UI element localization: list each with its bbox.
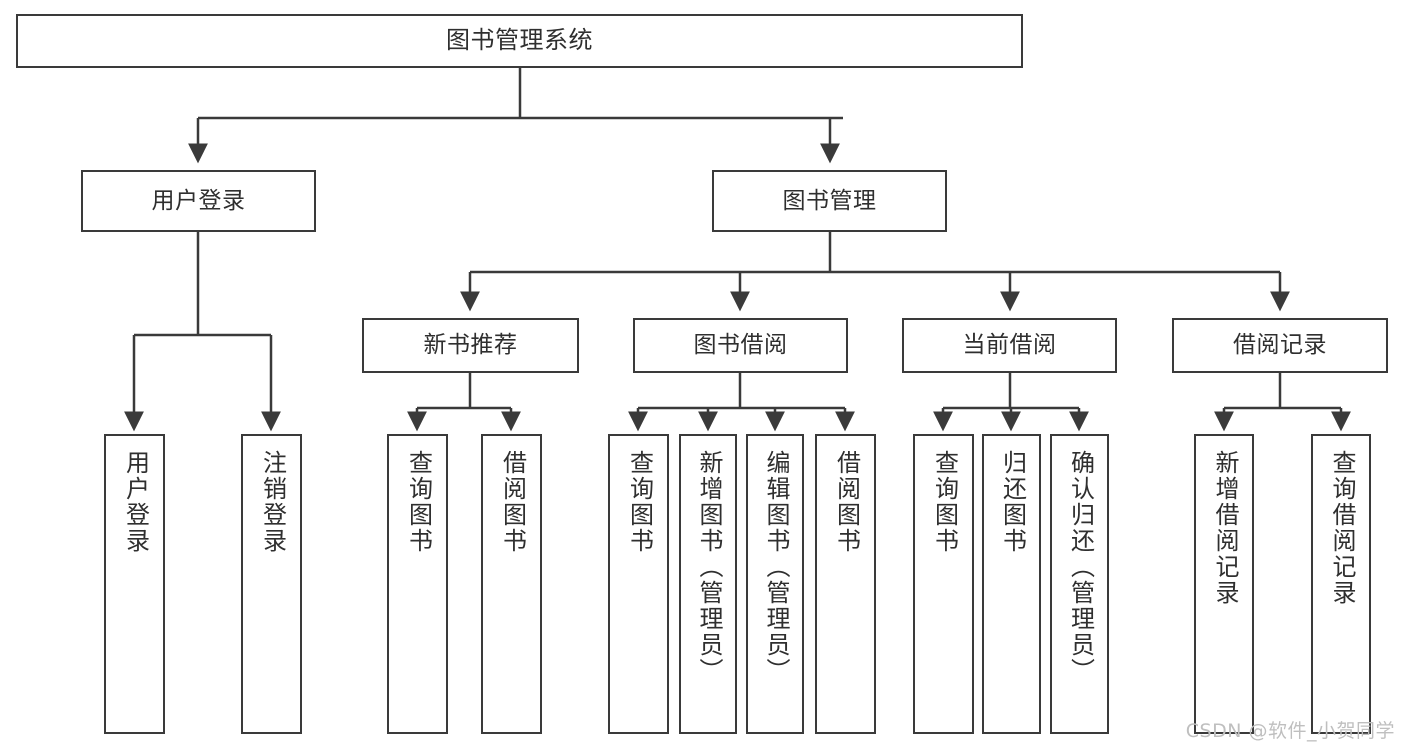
leaf-node[interactable]: 新增借阅记录 [1194,434,1254,734]
leaf-node[interactable]: 确认归还（管理员） [1050,434,1109,734]
leaf-label: 编辑图书（管理员） [761,450,790,684]
leaf-label: 借阅图书 [498,450,527,554]
leaf-label: 用户登录 [121,450,150,554]
node-root-label: 图书管理系统 [446,26,593,55]
leaf-node[interactable]: 借阅图书 [815,434,876,734]
csdn-watermark: CSDN @软件_小贺同学 [1185,720,1395,742]
leaf-label: 确认归还（管理员） [1066,450,1095,684]
leaf-label: 查询图书 [404,450,433,554]
node-current-borrow-label: 当前借阅 [962,332,1057,359]
leaf-label: 新增借阅记录 [1210,450,1239,606]
leaf-node[interactable]: 新增图书（管理员） [679,434,737,734]
leaf-label: 归还图书 [998,450,1027,554]
leaf-label: 注销登录 [258,450,287,554]
leaf-label: 新增图书（管理员） [694,450,723,684]
leaf-node[interactable]: 注销登录 [241,434,302,734]
leaf-node[interactable]: 查询图书 [608,434,669,734]
node-current-borrow[interactable]: 当前借阅 [902,318,1117,373]
leaf-label: 借阅图书 [832,450,861,554]
leaf-node[interactable]: 借阅图书 [481,434,542,734]
node-book-management-label: 图书管理 [782,187,877,214]
node-user-login-label: 用户登录 [151,187,246,214]
node-borrow-records[interactable]: 借阅记录 [1172,318,1388,373]
leaf-node[interactable]: 查询图书 [387,434,448,734]
leaf-node[interactable]: 编辑图书（管理员） [746,434,804,734]
node-user-login[interactable]: 用户登录 [81,170,316,232]
leaf-node[interactable]: 归还图书 [982,434,1041,734]
node-new-book-recommend-label: 新书推荐 [423,332,518,359]
node-borrow-records-label: 借阅记录 [1233,332,1327,359]
leaf-node[interactable]: 查询图书 [913,434,974,734]
node-book-borrow[interactable]: 图书借阅 [633,318,848,373]
node-book-management[interactable]: 图书管理 [712,170,947,232]
node-root[interactable]: 图书管理系统 [16,14,1023,68]
leaf-node[interactable]: 查询借阅记录 [1311,434,1371,734]
node-new-book-recommend[interactable]: 新书推荐 [362,318,579,373]
leaf-label: 查询图书 [625,450,654,554]
leaf-label: 查询借阅记录 [1327,450,1356,606]
leaf-label: 查询图书 [930,450,959,554]
node-book-borrow-label: 图书借阅 [693,332,788,359]
leaf-node[interactable]: 用户登录 [104,434,165,734]
